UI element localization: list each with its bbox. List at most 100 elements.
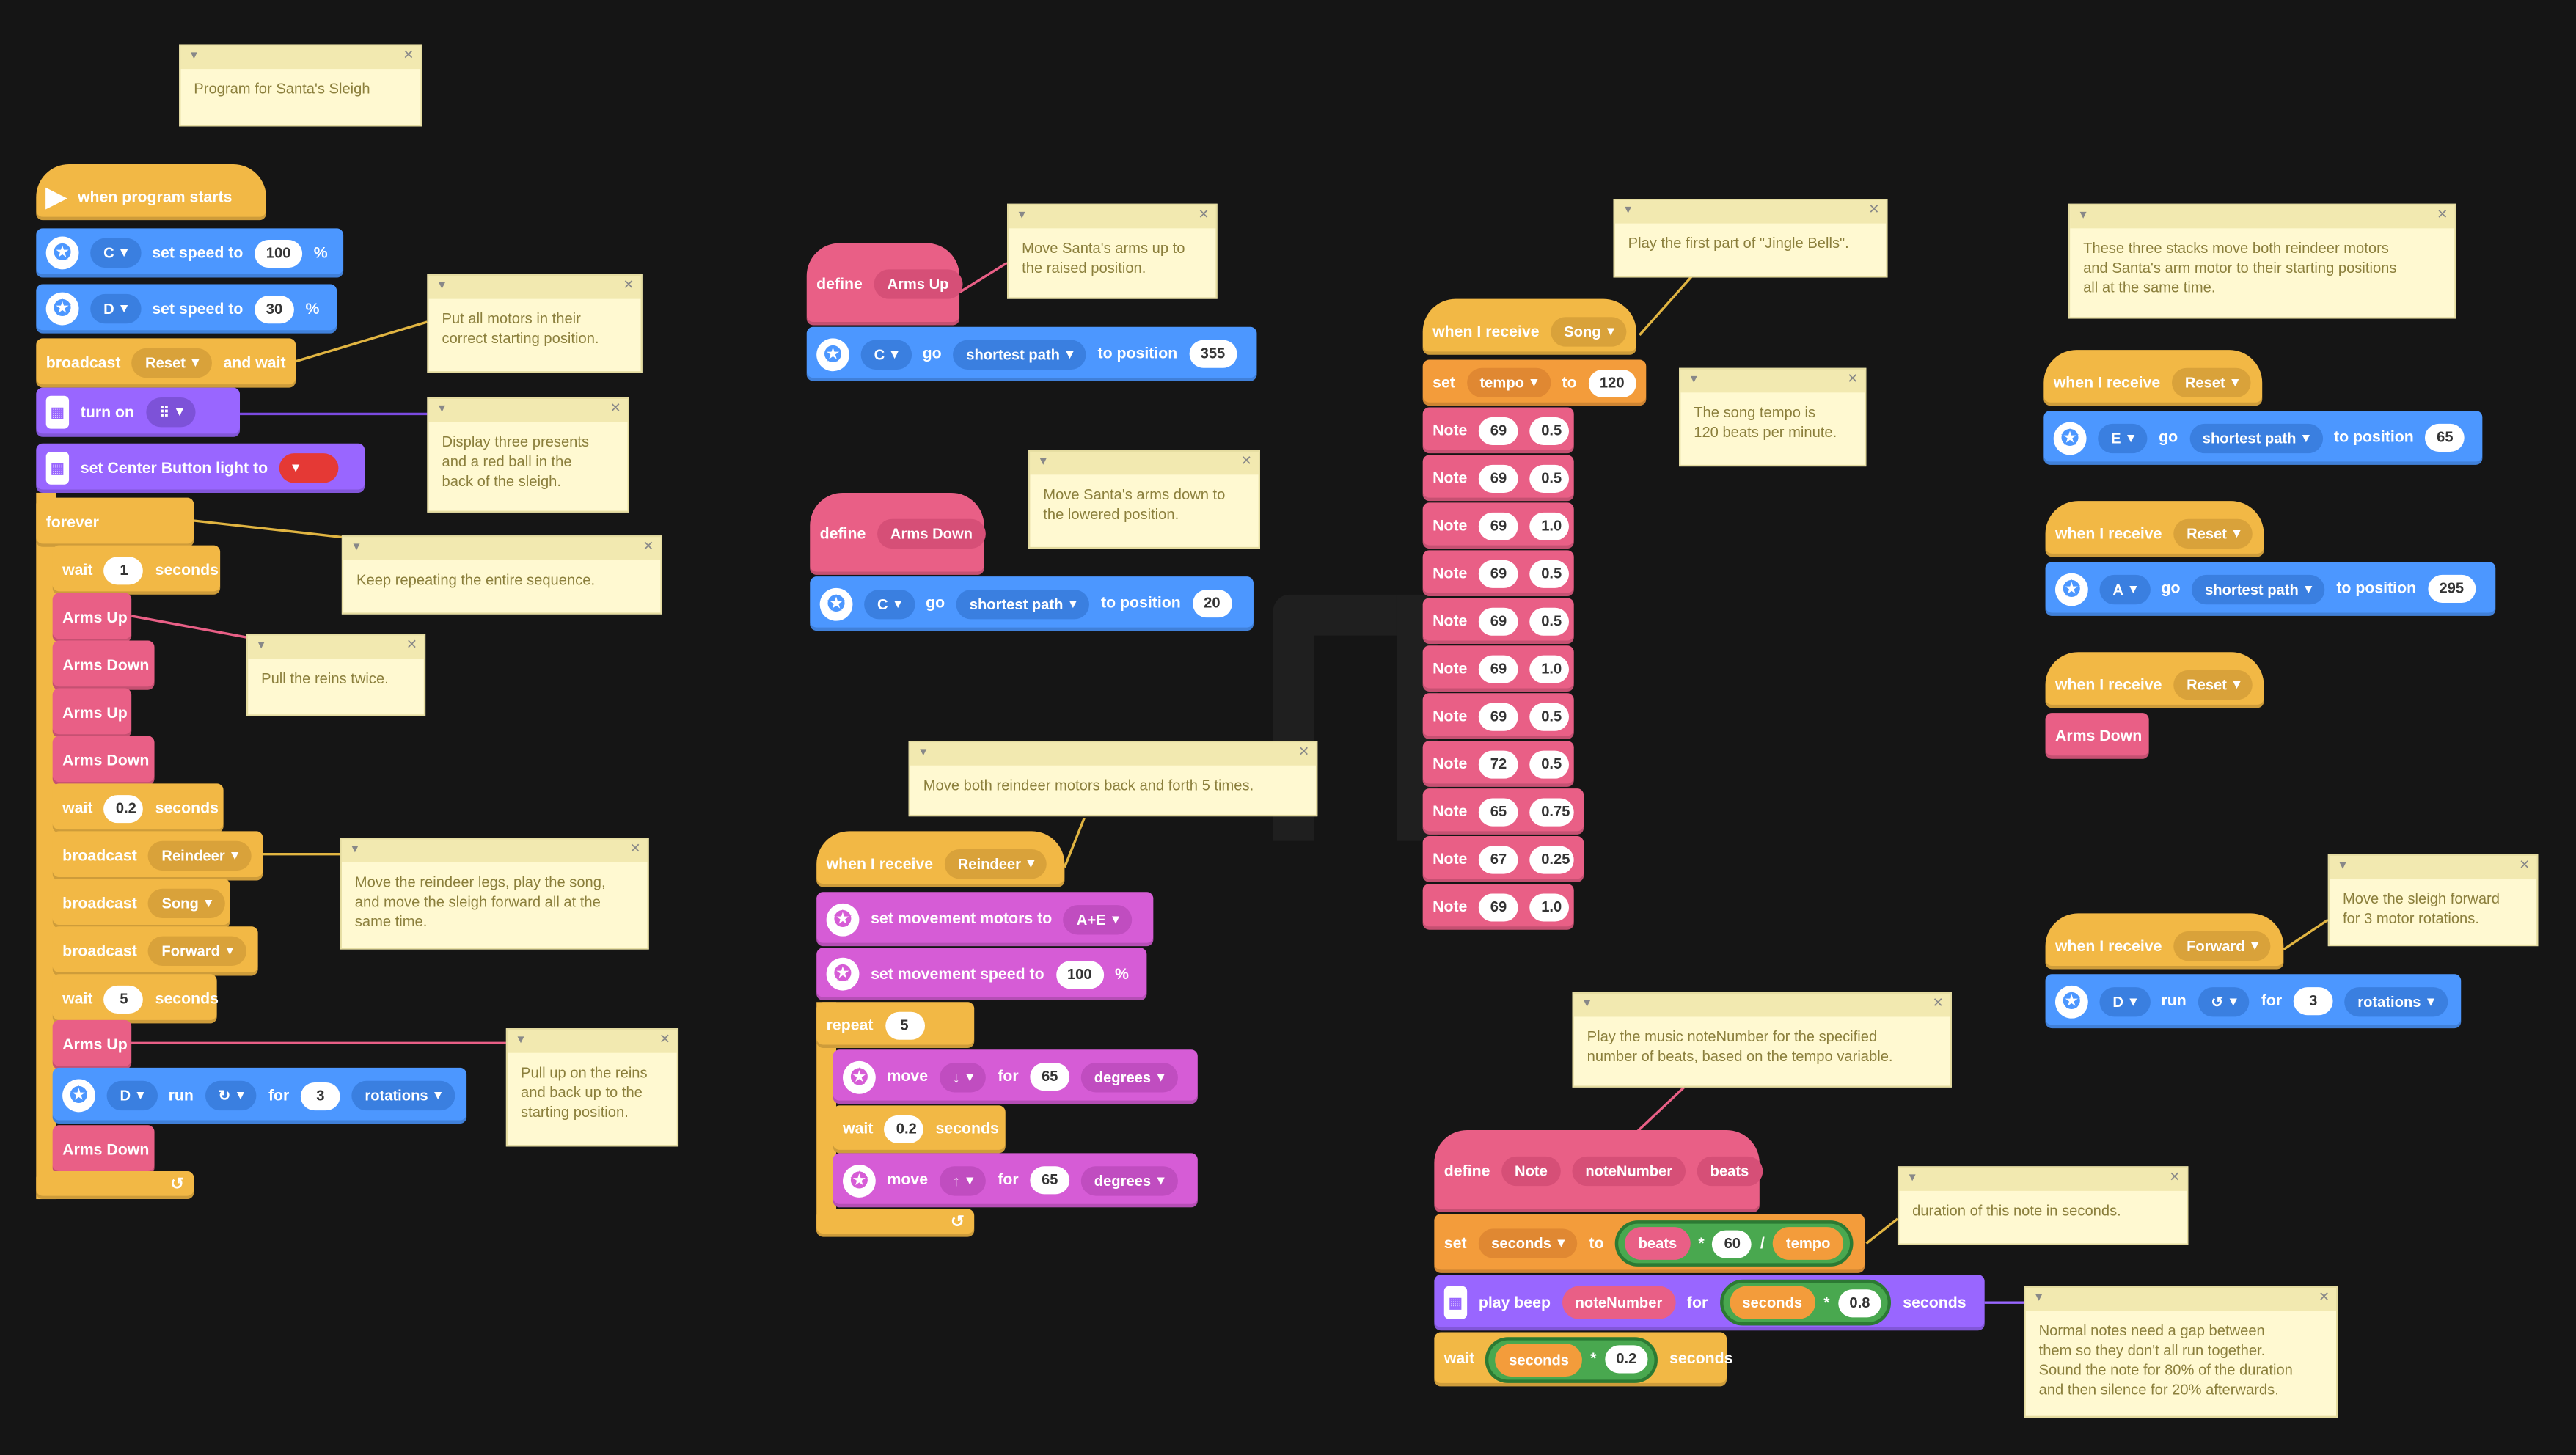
motor-port-dropdown[interactable]: C xyxy=(864,588,915,619)
motor-pair-dropdown[interactable]: A+E xyxy=(1063,904,1133,934)
go-to-position-c-block[interactable]: ✪ C go shortest path to position 355 xyxy=(806,326,1257,381)
position-input[interactable]: 355 xyxy=(1188,340,1237,368)
direction-down-dropdown[interactable]: ↓ xyxy=(939,1062,987,1092)
note-number-input[interactable]: 69 xyxy=(1479,702,1518,730)
position-input[interactable]: 295 xyxy=(2427,574,2476,604)
set-center-light-block[interactable]: ▦ set Center Button light to xyxy=(36,443,365,493)
number-input[interactable]: 0.8 xyxy=(1837,1289,1882,1317)
beats-input[interactable]: 0.5 xyxy=(1529,750,1570,778)
beats-input[interactable]: 0.5 xyxy=(1529,702,1570,730)
motor-port-dropdown[interactable]: E xyxy=(2098,422,2148,453)
message-dropdown[interactable]: Reset xyxy=(2173,670,2253,700)
display-image-dropdown[interactable]: ⠿ xyxy=(145,397,197,428)
comment[interactable]: Put all motors in their correct starting… xyxy=(427,274,643,373)
note-number-input[interactable]: 67 xyxy=(1479,845,1518,873)
note-number-input[interactable]: 72 xyxy=(1479,750,1518,778)
set-seconds-block[interactable]: set seconds to beats * 60 / tempo xyxy=(1434,1214,1865,1273)
arms-up-call[interactable]: Arms Up xyxy=(52,688,132,738)
comment[interactable]: The song tempo is 120 beats per minute. xyxy=(1679,367,1867,467)
repeat-count-input[interactable]: 5 xyxy=(885,1011,924,1039)
beats-input[interactable]: 0.25 xyxy=(1529,845,1574,873)
arms-up-call[interactable]: Arms Up xyxy=(52,593,132,642)
define-arms-down-block[interactable]: define Arms Down xyxy=(810,492,986,575)
amount-input[interactable]: 65 xyxy=(1030,1063,1070,1091)
message-dropdown[interactable]: Reindeer xyxy=(148,840,252,871)
note-number-input[interactable]: 69 xyxy=(1479,511,1518,540)
arms-down-call[interactable]: Arms Down xyxy=(52,640,155,690)
motor-port-dropdown[interactable]: D xyxy=(2099,986,2150,1016)
motor-port-dropdown[interactable]: C xyxy=(90,238,141,268)
go-to-position-a-block[interactable]: ✪ A go shortest path to position 295 xyxy=(2045,562,2496,616)
note-number-input[interactable]: 69 xyxy=(1479,416,1518,444)
when-receive-song-block[interactable]: when I receive Song xyxy=(1422,298,1636,355)
note-number-input[interactable]: 69 xyxy=(1479,463,1518,492)
set-speed-c-block[interactable]: ✪ C set speed to 100 % xyxy=(36,228,344,278)
path-dropdown[interactable]: shortest path xyxy=(953,339,1086,369)
set-movement-motors-block[interactable]: ✪ set movement motors to A+E xyxy=(816,892,1154,947)
comment[interactable]: Display three presents and a red ball in… xyxy=(427,397,629,513)
motor-port-dropdown[interactable]: D xyxy=(90,293,141,324)
comment[interactable]: Pull up on the reins and back up to the … xyxy=(505,1028,679,1147)
arms-down-call[interactable]: Arms Down xyxy=(52,736,155,785)
comment[interactable]: Play the first part of "Jingle Bells". xyxy=(1613,199,1888,278)
seconds-reporter[interactable]: seconds xyxy=(1496,1343,1582,1376)
broadcast-reset-wait-block[interactable]: broadcast Reset and wait xyxy=(36,338,296,388)
play-beep-block[interactable]: ▦ play beep noteNumber for seconds * 0.8… xyxy=(1434,1275,1985,1331)
motor-port-dropdown[interactable]: C xyxy=(860,339,912,369)
direction-up-dropdown[interactable]: ↑ xyxy=(939,1165,987,1195)
comment[interactable]: Move both reindeer motors back and forth… xyxy=(908,741,1318,817)
wait-input[interactable]: 1 xyxy=(104,556,144,584)
broadcast-forward-block[interactable]: broadcast Forward xyxy=(52,926,258,976)
light-color-dropdown[interactable] xyxy=(279,453,339,483)
amount-input[interactable]: 65 xyxy=(1030,1166,1070,1195)
beats-input[interactable]: 0.5 xyxy=(1529,416,1570,444)
go-to-position-e-block[interactable]: ✪ E go shortest path to position 65 xyxy=(2043,410,2483,465)
motor-port-dropdown[interactable]: A xyxy=(2099,573,2150,604)
speed-input[interactable]: 100 xyxy=(255,238,303,267)
note-number-input[interactable]: 69 xyxy=(1479,606,1518,635)
clockwise-direction-dropdown[interactable]: ↻ xyxy=(205,1080,257,1111)
comment[interactable]: Move Santa's arms down to the lowered po… xyxy=(1028,450,1260,549)
message-dropdown[interactable]: Reset xyxy=(2173,518,2253,549)
comment[interactable]: Normal notes need a gap between them so … xyxy=(2024,1286,2338,1418)
go-to-position-c-block[interactable]: ✪ C go shortest path to position 20 xyxy=(810,576,1254,631)
broadcast-reindeer-block[interactable]: broadcast Reindeer xyxy=(52,831,263,881)
comment[interactable]: duration of this note in seconds. xyxy=(1897,1166,2189,1245)
run-motor-d-block[interactable]: ✪ D run ↺ for 3 rotations xyxy=(2045,974,2462,1029)
when-receive-forward-block[interactable]: when I receive Forward xyxy=(2045,913,2284,970)
note-number-input[interactable]: 65 xyxy=(1479,797,1518,826)
beats-input[interactable]: 1.0 xyxy=(1529,511,1570,540)
unit-dropdown[interactable]: degrees xyxy=(1080,1165,1177,1195)
rotations-input[interactable]: 3 xyxy=(2293,987,2333,1016)
when-receive-reset-block[interactable]: when I receive Reset xyxy=(2045,501,2264,557)
message-dropdown[interactable]: Song xyxy=(148,888,225,919)
counterclockwise-direction-dropdown[interactable]: ↺ xyxy=(2198,986,2250,1016)
tempo-input[interactable]: 120 xyxy=(1588,368,1636,397)
message-dropdown[interactable]: Forward xyxy=(2173,931,2272,961)
path-dropdown[interactable]: shortest path xyxy=(956,588,1090,619)
tempo-reporter[interactable]: tempo xyxy=(1772,1227,1844,1260)
wait-5-block[interactable]: wait 5 seconds xyxy=(52,974,219,1024)
comment[interactable]: Move the sleigh forward for 3 motor rota… xyxy=(2327,854,2539,947)
path-dropdown[interactable]: shortest path xyxy=(2189,422,2323,453)
beats-input[interactable]: 0.5 xyxy=(1529,559,1570,587)
divide-operator[interactable]: beats * 60 / tempo xyxy=(1615,1220,1854,1267)
broadcast-song-block[interactable]: broadcast Song xyxy=(52,879,230,928)
wait-input[interactable]: 0.2 xyxy=(104,794,144,823)
message-dropdown[interactable]: Reset xyxy=(132,348,212,378)
wait-block[interactable]: wait 0.2 seconds xyxy=(833,1105,1006,1154)
message-dropdown[interactable]: Forward xyxy=(148,936,246,967)
beats-input[interactable]: 0.5 xyxy=(1529,463,1570,492)
comment[interactable]: Move the reindeer legs, play the song, a… xyxy=(340,838,649,950)
arms-up-call[interactable]: Arms Up xyxy=(52,1019,132,1070)
motor-port-dropdown[interactable]: D xyxy=(106,1080,157,1111)
comment[interactable]: Keep repeating the entire sequence. xyxy=(341,535,662,615)
set-movement-speed-block[interactable]: ✪ set movement speed to 100 % xyxy=(816,948,1147,1001)
